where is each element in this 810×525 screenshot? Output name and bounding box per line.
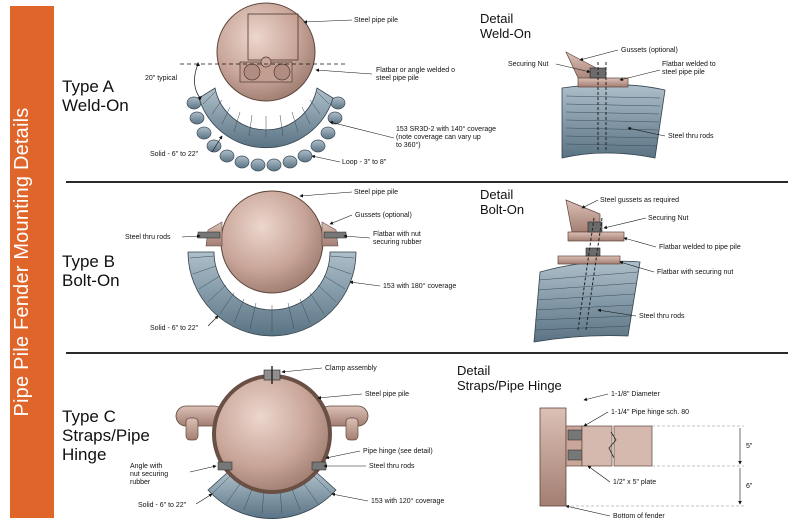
db-label-steel-gussets: Steel gussets as required	[600, 197, 679, 204]
detail-a-drawing	[561, 51, 666, 159]
c-label-pipe-hinge: Pipe hinge (see detail)	[363, 448, 433, 455]
da-label-thru-rods: Steel thru rods	[668, 133, 714, 140]
type-a-drawing	[180, 2, 346, 172]
type-a-pile-window	[247, 13, 299, 61]
a-label-flatbar-1: Flatbar or angle welded o	[376, 67, 455, 74]
title-sidebar	[10, 6, 54, 518]
da-label-flatbar-2: steel pipe pile	[662, 69, 705, 76]
a-label-sr-3: to 360°)	[396, 141, 421, 149]
detail-a-line2: Weld-On	[480, 26, 532, 41]
detail-b-heading: Detail Bolt-On	[480, 187, 524, 217]
section-divider-1	[66, 181, 788, 183]
type-a-pipe-pile	[216, 2, 316, 102]
a-label-loop: Loop - 3" to 8"	[342, 159, 387, 166]
detail-b-line2: Bolt-On	[480, 202, 525, 217]
db-label-thru-rods: Steel thru rods	[639, 313, 685, 320]
b-label-solid: Solid - 6" to 22"	[150, 325, 199, 332]
type-a-line2: Weld-On	[62, 96, 129, 115]
a-label-sr-2: (note coverage can vary up	[396, 134, 481, 141]
type-b-label: Type B Bolt-On	[62, 252, 120, 290]
detail-a-line1: Detail	[480, 11, 514, 26]
b-label-flatbar-nut-1: Flatbar with nut	[373, 231, 421, 238]
type-a-leaders	[211, 19, 395, 163]
da-label-gussets: Gussets (optional)	[621, 47, 678, 54]
c-label-angle-2: nut securing	[130, 471, 168, 478]
type-a-label: Type A Weld-On	[62, 77, 129, 115]
c-label-clamp: Clamp assembly	[325, 365, 377, 372]
detail-b-leaders	[581, 199, 657, 317]
c-label-thru-rods: Steel thru rods	[369, 463, 415, 470]
type-c-label: Type C Straps/Pipe Hinge	[62, 407, 150, 464]
detail-c-heading: Detail Straps/Pipe Hinge	[457, 363, 562, 393]
type-b-drawing	[187, 190, 357, 337]
detail-c-drawing	[539, 407, 744, 507]
type-b-leaders	[181, 191, 381, 327]
da-label-securing-nut: Securing Nut	[508, 61, 549, 68]
b-label-flatbar-nut-2: securing rubber	[373, 239, 422, 246]
type-b-line1: Type B	[62, 252, 115, 271]
detail-a-leaders	[555, 49, 666, 137]
type-a-line1: Type A	[62, 77, 114, 96]
type-c-line1: Type C	[62, 407, 116, 426]
detail-c-line2: Straps/Pipe Hinge	[457, 378, 562, 393]
a-label-typical: 20" typical	[145, 75, 178, 82]
type-c-line3: Hinge	[62, 445, 107, 464]
a-label-flatbar-2: steel pipe pile	[376, 75, 419, 82]
dc-label-bottom: Bottom of fender	[613, 513, 665, 520]
type-c-drawing	[175, 366, 369, 519]
c-label-coverage: 153 with 120° coverage	[371, 497, 444, 505]
dc-label-plate: 1/2" x 5" plate	[613, 479, 656, 486]
detail-c-line1: Detail	[457, 363, 491, 378]
b-label-steel-pipe-pile: Steel pipe pile	[354, 189, 398, 196]
b-label-thru-rods: Steel thru rods	[125, 234, 171, 241]
a-label-solid: Solid - 6" to 22"	[150, 151, 199, 158]
type-a-rubber	[198, 87, 334, 149]
section-divider-2	[66, 352, 788, 354]
type-c-line2: Straps/Pipe	[62, 426, 150, 445]
dc-label-dim-5: 5"	[746, 443, 753, 450]
db-label-flatbar-securing: Flatbar with securing nut	[657, 269, 733, 276]
type-a-loops	[186, 96, 346, 172]
detail-c-leaders	[565, 393, 611, 517]
dc-label-diameter: 1-1/8" Diameter	[611, 391, 660, 398]
c-label-steel-pipe-pile: Steel pipe pile	[365, 391, 409, 398]
type-c-leaders	[189, 367, 369, 505]
detail-b-drawing	[533, 199, 641, 343]
dc-label-pipe-hinge-sch: 1-1/4" Pipe hinge sch. 80	[611, 409, 689, 416]
c-label-solid: Solid - 6" to 22"	[138, 502, 187, 509]
a-label-sr-1: 153 SR3D-2 with 140° coverage	[396, 125, 496, 133]
c-label-angle-1: Angle with	[130, 463, 162, 470]
b-label-coverage: 153 with 180° coverage	[383, 282, 456, 290]
db-label-securing-nut: Securing Nut	[648, 215, 689, 222]
type-a-rubber-lines	[202, 91, 330, 137]
db-label-flatbar-welded: Flatbar welded to pipe pile	[659, 244, 741, 251]
type-b-line2: Bolt-On	[62, 271, 120, 290]
detail-b-line1: Detail	[480, 187, 514, 202]
da-label-flatbar-1: Flatbar welded to	[662, 61, 716, 68]
c-label-angle-3: rubber	[130, 479, 151, 486]
dc-label-dim-6: 6"	[746, 483, 753, 490]
b-label-gussets: Gussets (optional)	[355, 212, 412, 219]
a-label-steel-pipe-pile: Steel pipe pile	[354, 17, 398, 24]
detail-a-heading: Detail Weld-On	[480, 11, 531, 41]
